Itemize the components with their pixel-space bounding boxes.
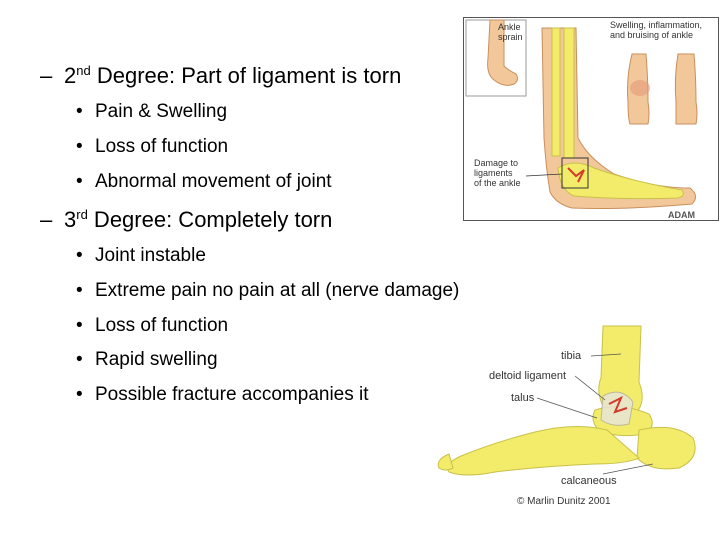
bruise [630,80,650,96]
bullet-text: Rapid swelling [95,349,218,370]
big-toe-shape [437,453,454,471]
calcaneus-shape [636,426,696,470]
pointer-line [525,173,563,177]
ankle-sprain-drawing [465,19,698,209]
swelling-label: Swelling, inflammation, and bruising of … [610,20,703,40]
fibula-bone [551,27,561,157]
dash-marker: – [40,63,53,88]
deltoid-pointer [574,375,606,401]
bullet-glyph: • [76,349,83,370]
bullet-item: • Loss of function [76,135,228,159]
bullet-text: Abnormal movement of joint [95,171,332,192]
bullet-item: • Joint instable [76,244,206,268]
inset-label: Ankle sprain [498,22,523,42]
degree-number: 2 [64,63,77,88]
degree-suffix: nd [76,63,91,78]
bullet-item: • Pain & Swelling [76,100,227,124]
label-tibia: tibia [561,350,582,362]
highlight-box [561,157,589,189]
talus-pointer [536,397,598,419]
bullet-text: Pain & Swelling [95,101,228,122]
inset-foot [487,19,519,86]
tibia-bone [563,27,575,159]
bullet-glyph: • [76,280,83,301]
bullet-item: • Loss of function [76,314,228,338]
bullet-glyph: • [76,101,83,122]
ligament-damage [567,167,585,183]
bullet-glyph: • [76,245,83,266]
label-deltoid-ligament: deltoid ligament [489,370,567,382]
second-degree-heading: –2nd Degree: Part of ligament is torn [40,62,401,90]
adam-logo: ADAM [668,210,695,220]
bullet-text: Joint instable [95,245,206,266]
calcaneous-pointer [602,463,654,475]
copyright-text: © Marlin Dunitz 2001 [517,496,611,507]
degree-suffix: rd [76,207,88,222]
third-degree-heading: –3rd Degree: Completely torn [40,206,332,234]
bullet-text: Extreme pain no pain at all (nerve damag… [95,280,460,301]
heading-text: Degree: Completely torn [87,207,333,232]
degree-number: 3 [64,207,77,232]
label-talus: talus [511,392,535,404]
bullet-glyph: • [76,384,83,405]
ligament-tear [608,395,628,414]
label-calcaneous: calcaneous [561,475,617,487]
bullet-glyph: • [76,171,83,192]
bullet-text: Loss of function [95,315,229,336]
dash-marker: – [40,207,53,232]
bullet-glyph: • [76,315,83,336]
damage-label: Damage to ligaments of the ankle [474,158,521,188]
bullet-text: Possible fracture accompanies it [95,384,369,405]
bullet-glyph: • [76,136,83,157]
midfoot-shape [447,425,640,476]
foot-bone-diagram: tibia deltoid ligament talus calcaneous … [425,322,720,517]
right-leg [674,53,698,125]
bullet-text: Loss of function [95,136,229,157]
heading-text: Degree: Part of ligament is torn [90,63,402,88]
bullet-item: • Abnormal movement of joint [76,170,332,194]
bullet-item: • Extreme pain no pain at all (nerve dama… [76,279,459,303]
ankle-sprain-illustration: Ankle sprain Swelling, inflammation, and… [463,17,719,221]
tibia-pointer [590,353,622,357]
foot-bones [557,162,684,200]
bullet-item: • Rapid swelling [76,348,218,372]
foot-bone-drawing [437,325,696,476]
bullet-item: • Possible fracture accompanies it [76,383,369,407]
